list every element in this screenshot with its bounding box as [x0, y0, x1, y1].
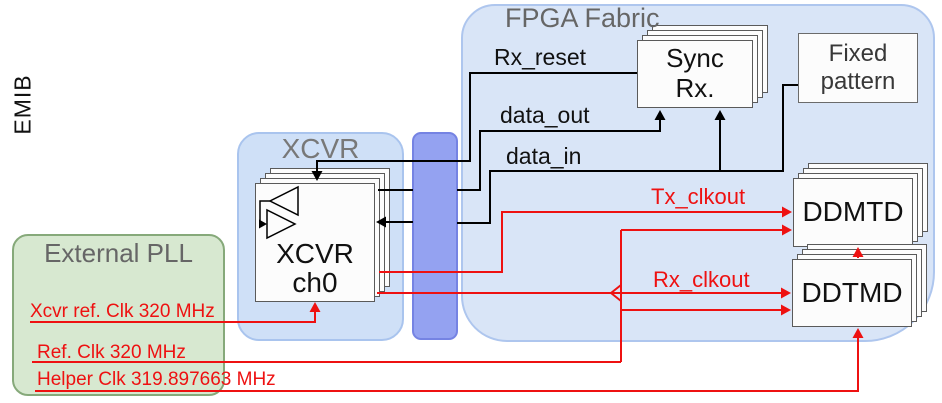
rx-clkout-label: Rx_clkout: [653, 267, 750, 292]
arrowhead-down-icon: [311, 171, 323, 181]
arrowhead-up-icon: [654, 110, 666, 120]
arrowhead-right-icon: [782, 206, 792, 218]
fixed-pattern-box: [798, 33, 918, 103]
wire-xcvr-ref-clk: [30, 302, 321, 323]
tx-clkout-label: Tx_clkout: [651, 184, 746, 209]
arrowhead-right-icon: [782, 224, 792, 236]
wire-data-out: [378, 110, 666, 191]
arrowhead-left-icon: [376, 216, 386, 228]
arrowhead-right-icon: [259, 219, 267, 229]
external-pll-title: External PLL: [44, 238, 193, 269]
ddmtd-box: [793, 178, 913, 247]
arrowhead-up-icon: [714, 110, 726, 120]
rx-buffer-icon: [259, 200, 297, 240]
xcvr-ref-clk-label: Xcvr ref. Clk 320 MHz: [30, 301, 215, 322]
wire-helper-clk: [35, 247, 864, 392]
wire-rx-reset: [311, 72, 637, 181]
rx-reset-label: Rx_reset: [494, 44, 587, 70]
arrowhead-right-icon: [781, 287, 791, 299]
ref-clk-label: Ref. Clk 320 MHz: [37, 342, 186, 363]
tx-buffer-icon: [268, 185, 299, 217]
arrowhead-up-icon: [852, 247, 864, 257]
ddtmd-label: DDTMD: [801, 276, 903, 308]
wire-tx-clkout: [379, 206, 792, 273]
sync-rx-box: [637, 40, 753, 108]
data-in-label: data_in: [506, 143, 582, 169]
wire-rx-clkout: [377, 224, 792, 362]
helper-clk-label: Helper Clk 319.897663 MHz: [37, 369, 276, 390]
ddtmd-box: [792, 259, 912, 327]
data-out-label: data_out: [500, 102, 590, 128]
external-pll-container: [12, 234, 225, 396]
xcvr-group-title: XCVR: [281, 132, 360, 164]
fpga-fabric-title: FPGA Fabric: [505, 3, 660, 33]
arrowhead-up-icon: [309, 302, 321, 312]
emib-block: [412, 132, 458, 340]
wire-data-in: [376, 84, 798, 228]
arrowhead-right-icon: [781, 304, 791, 316]
ddmtd-label: DDMTD: [802, 196, 904, 228]
arrowhead-up-icon: [852, 328, 864, 338]
